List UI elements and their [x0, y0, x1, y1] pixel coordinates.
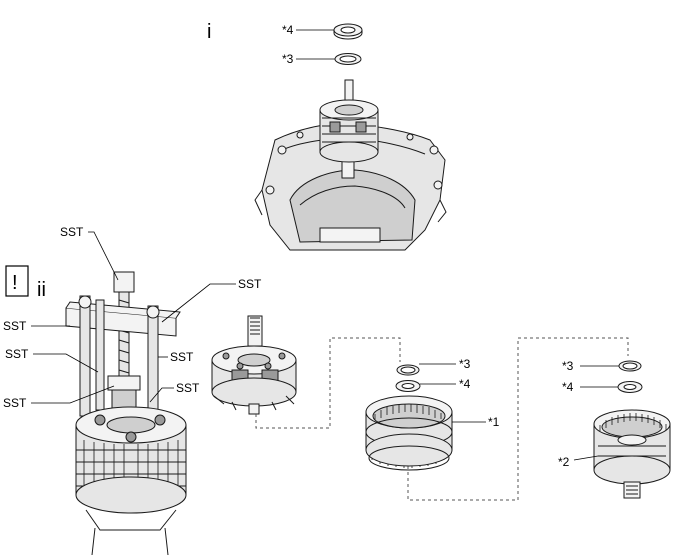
callout-star4-mid: *4: [459, 377, 471, 391]
seal-ring-mid: [396, 364, 420, 376]
callout-star2: *2: [558, 455, 570, 469]
seal-ring-top: [334, 53, 362, 65]
callout-star4-top: *4: [282, 23, 294, 37]
callout-sst-right: SST: [238, 277, 262, 291]
callout-star4-right: *4: [562, 380, 574, 394]
clutch-drum-under-puller: [75, 406, 187, 556]
view-ii-group: ! ii: [3, 225, 262, 556]
clutch-assembly-removed: [211, 315, 297, 415]
clutch-hub: [593, 409, 671, 499]
callout-sst-mid-right: SST: [170, 350, 194, 364]
seal-ring-right: [618, 360, 642, 372]
callout-sst-lower-right: SST: [176, 381, 200, 395]
thrust-washer-right: [617, 381, 643, 393]
leader-line: [33, 353, 99, 373]
callout-sst-left-1: SST: [3, 319, 27, 333]
leader-line: [88, 231, 119, 281]
callout-sst-top: SST: [60, 225, 84, 239]
view-i-label: i: [207, 21, 211, 43]
exploded-parts-group: *3 *4 *1 *3: [211, 315, 671, 501]
callout-star3-top: *3: [282, 52, 294, 66]
view-ii-label: ii: [37, 279, 46, 301]
connector-dashed: [407, 337, 629, 501]
callout-sst-left-3: SST: [3, 396, 27, 410]
thrust-washer-mid: [395, 380, 421, 392]
view-i-group: i *4 *3: [207, 21, 447, 251]
clutch-drum: [365, 395, 453, 471]
thrust-washer-top: [333, 23, 363, 40]
leader-line: [161, 283, 236, 323]
clutch-assembly-installed: [319, 79, 379, 179]
puller-tool: [65, 271, 181, 419]
callout-star3-mid: *3: [459, 357, 471, 371]
caution-icon: !: [12, 272, 18, 294]
leader-line: [149, 387, 174, 403]
caution-box: !: [5, 265, 29, 297]
leader-line: [31, 385, 115, 404]
leader-line: [573, 455, 599, 461]
callout-sst-left-2: SST: [5, 347, 29, 361]
callout-star3-right: *3: [562, 359, 574, 373]
connector-dashed: [255, 337, 401, 429]
callout-star1: *1: [488, 415, 500, 429]
